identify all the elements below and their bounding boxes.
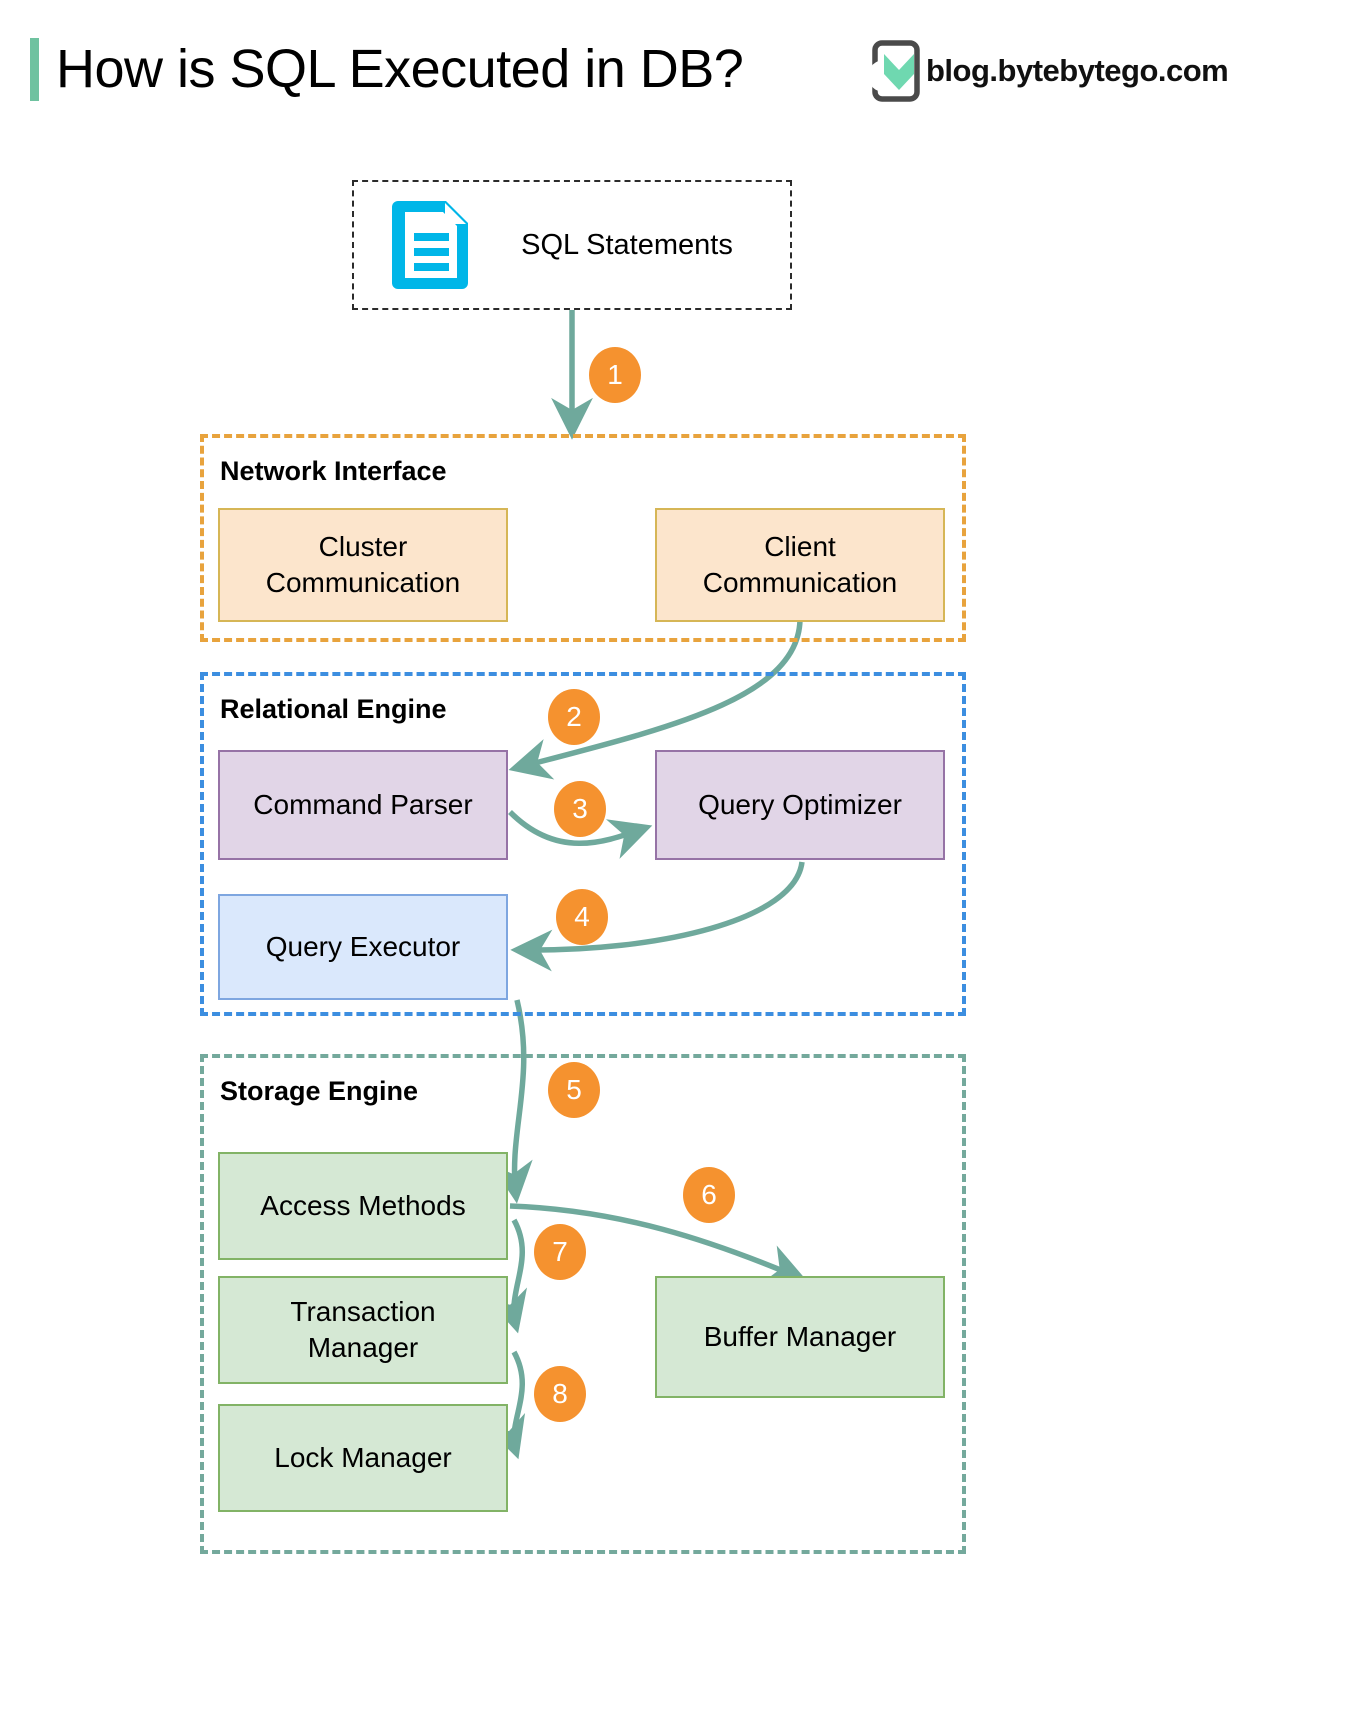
- title-accent-bar: [30, 38, 39, 101]
- node-query-executor[interactable]: Query Executor: [218, 894, 508, 1000]
- step-badge-4: 4: [556, 889, 608, 945]
- group-label-network-interface: Network Interface: [220, 456, 447, 486]
- brand-text: blog.bytebytego.com: [926, 53, 1229, 88]
- step-badge-6: 6: [683, 1167, 735, 1223]
- page-title: How is SQL Executed in DB?: [56, 39, 744, 99]
- node-access-methods[interactable]: Access Methods: [218, 1152, 508, 1260]
- node-lock-manager[interactable]: Lock Manager: [218, 1404, 508, 1512]
- node-command-parser[interactable]: Command Parser: [218, 750, 508, 860]
- sql-statements-label: SQL Statements: [521, 228, 733, 261]
- node-label: Access Methods: [260, 1190, 466, 1222]
- group-network-interface: Network Interface: [200, 434, 966, 642]
- group-label-storage-engine: Storage Engine: [220, 1076, 419, 1106]
- step-badge-2: 2: [548, 689, 600, 745]
- step-badge-8: 8: [534, 1366, 586, 1422]
- step-badge-3: 3: [554, 781, 606, 837]
- node-label: Query Optimizer: [698, 789, 902, 821]
- node-label: Command Parser: [253, 789, 473, 821]
- node-query-optimizer[interactable]: Query Optimizer: [655, 750, 945, 860]
- group-label-relational-engine: Relational Engine: [220, 694, 447, 724]
- step-badge-5: 5: [548, 1062, 600, 1118]
- node-label: Query Executor: [265, 931, 461, 963]
- brand-watermark: blog.bytebytego.com: [872, 40, 1229, 102]
- sql-statements-box: SQL Statements: [352, 180, 792, 310]
- step-badge-7: 7: [534, 1224, 586, 1280]
- node-label: Lock Manager: [274, 1442, 452, 1474]
- group-relational-engine: Relational Engine: [200, 672, 966, 1016]
- group-storage-engine: Storage Engine: [200, 1054, 966, 1554]
- bytebytego-logo-icon: [872, 40, 920, 102]
- node-label: Buffer Manager: [703, 1321, 897, 1353]
- document-icon: [392, 201, 468, 289]
- step-badge-1: 1: [589, 347, 641, 403]
- page-header: How is SQL Executed in DB? blog.bytebyte…: [0, 0, 1358, 140]
- node-buffer-manager[interactable]: Buffer Manager: [655, 1276, 945, 1398]
